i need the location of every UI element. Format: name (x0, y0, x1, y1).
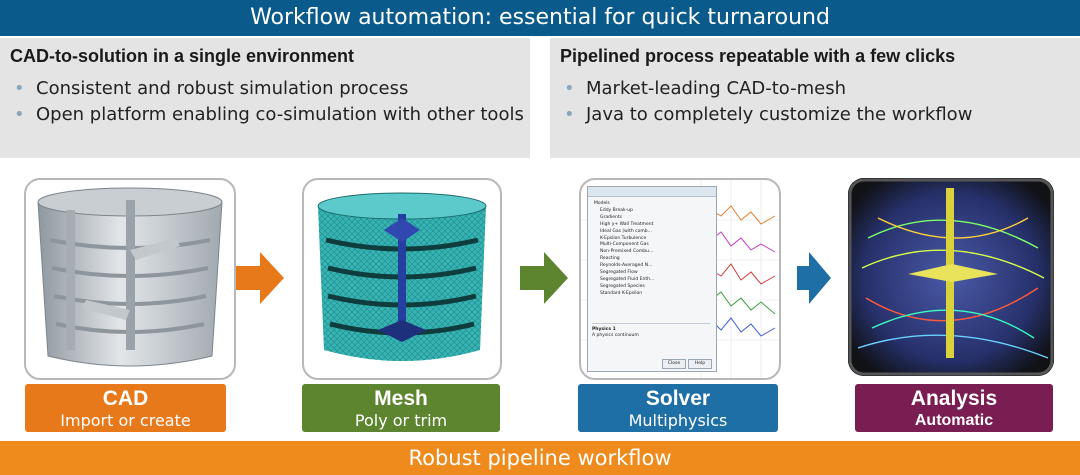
help-button[interactable]: Help (688, 359, 712, 369)
dialog-description: Physics 1 A physics continuum (592, 323, 710, 339)
mesh-model-image (302, 178, 502, 380)
tree-item[interactable]: K-Epsilon Turbulence (600, 235, 647, 241)
right-info-panel: Pipelined process repeatable with a few … (550, 38, 1080, 158)
right-arrow-icon (797, 252, 831, 304)
step-title: Analysis (910, 387, 998, 410)
cad-cylinder-illustration (37, 187, 223, 367)
tree-item[interactable]: Ideal Gas (with comb... (600, 228, 652, 234)
dialog-toolbar (588, 187, 716, 197)
step-subtitle: Poly or trim (354, 411, 448, 430)
tree-item[interactable]: Reacting (600, 256, 620, 262)
tree-item[interactable]: Non-Premixed Combu... (600, 249, 654, 255)
tree-item[interactable]: Segregated Species (600, 283, 645, 289)
dialog-tree: Models Eddy Break-up Gradients High y+ W… (588, 197, 716, 298)
footer-banner: Robust pipeline workflow (0, 441, 1080, 475)
tree-item[interactable]: Segregated Flow (600, 270, 638, 276)
right-panel-heading: Pipelined process repeatable with a few … (560, 46, 956, 66)
left-panel-heading: CAD-to-solution in a single environment (10, 46, 355, 66)
step-title: Solver (645, 387, 711, 410)
bullet-item: Open platform enabling co-simulation wit… (10, 104, 524, 130)
step-subtitle: Multiphysics (628, 411, 728, 430)
tree-item[interactable]: Gradients (600, 214, 622, 220)
left-bullet-list: Consistent and robust simulation process… (10, 78, 524, 130)
tree-item[interactable]: Segregated Fluid Enth... (600, 276, 655, 282)
step-title: Mesh (374, 387, 428, 410)
tree-item[interactable]: Multi-Component Gas (600, 242, 649, 248)
tree-item[interactable]: High y+ Wall Treatment (600, 221, 654, 227)
physics-dialog: Models Eddy Break-up Gradients High y+ W… (587, 186, 717, 372)
right-bullet-list: Market-leading CAD-to-mesh Java to compl… (560, 78, 972, 130)
solver-screenshot: Models Eddy Break-up Gradients High y+ W… (579, 178, 781, 380)
right-arrow-icon (520, 252, 568, 304)
title-banner: Workflow automation: essential for quick… (0, 0, 1080, 36)
cad-model-image (24, 178, 236, 380)
bullet-item: Java to completely customize the workflo… (560, 104, 972, 130)
cad-step-label: CAD Import or create (25, 384, 226, 432)
tree-item[interactable]: Reynolds-Averaged N... (600, 263, 653, 269)
description-text: A physics continuum (592, 333, 639, 338)
step-subtitle: Import or create (60, 411, 191, 430)
tree-item[interactable]: Eddy Break-up (600, 207, 633, 213)
step-subtitle: Automatic (914, 412, 994, 429)
flow-streamlines-illustration (848, 178, 1054, 376)
solver-step-label: Solver Multiphysics (578, 384, 778, 432)
mesh-cylinder-illustration (317, 192, 487, 361)
bullet-item: Market-leading CAD-to-mesh (560, 78, 972, 104)
analysis-step-label: Analysis Automatic (855, 384, 1053, 432)
close-button[interactable]: Close (662, 359, 686, 369)
left-info-panel: CAD-to-solution in a single environment … (0, 38, 530, 158)
step-title: CAD (102, 387, 149, 410)
analysis-visualization (848, 178, 1054, 376)
mesh-step-label: Mesh Poly or trim (302, 384, 500, 432)
right-arrow-icon (236, 252, 284, 304)
tree-item[interactable]: Models (594, 201, 610, 206)
tree-item[interactable]: Standard K-Epsilon (600, 290, 643, 296)
bullet-item: Consistent and robust simulation process (10, 78, 524, 104)
description-title: Physics 1 (592, 327, 616, 332)
